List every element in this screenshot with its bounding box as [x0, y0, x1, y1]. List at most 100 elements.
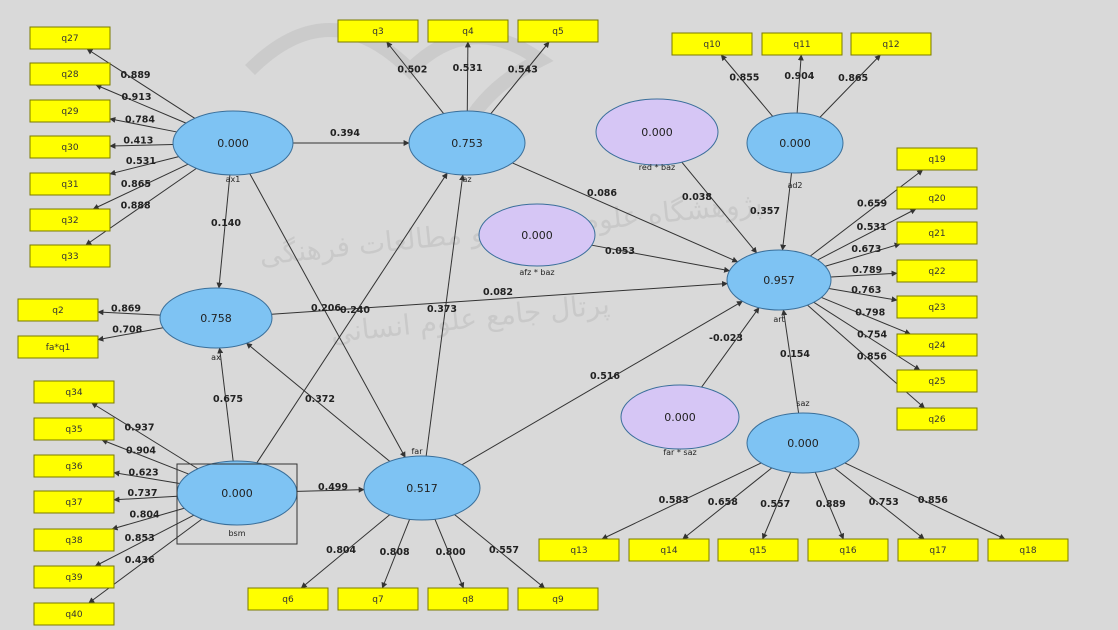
indicator-q18[interactable]: q18	[987, 538, 1069, 562]
indicator-box[interactable]	[427, 19, 509, 43]
indicator-box[interactable]	[33, 565, 115, 589]
indicator-box[interactable]	[33, 602, 115, 626]
indicator-q26[interactable]: q26	[896, 407, 978, 431]
indicator-box[interactable]	[33, 417, 115, 441]
indicator-q27[interactable]: q27	[29, 26, 111, 50]
indicator-q36[interactable]: q36	[33, 454, 115, 478]
indicator-box[interactable]	[896, 333, 978, 357]
indicator-q33[interactable]: q33	[29, 244, 111, 268]
latent-ellipse[interactable]	[478, 203, 596, 267]
indicator-q6[interactable]: q6	[247, 587, 329, 611]
indicator-q40[interactable]: q40	[33, 602, 115, 626]
indicator-q12[interactable]: q12	[850, 32, 932, 56]
indicator-box[interactable]	[897, 538, 979, 562]
indicator-q30[interactable]: q30	[29, 135, 111, 159]
latent-ellipse[interactable]	[172, 110, 294, 176]
latent-ellipse[interactable]	[595, 98, 719, 166]
indicator-box[interactable]	[717, 538, 799, 562]
latent-ellipse[interactable]	[363, 455, 481, 521]
indicator-q19[interactable]: q19	[896, 147, 978, 171]
indicator-q3[interactable]: q3	[337, 19, 419, 43]
indicator-box[interactable]	[427, 587, 509, 611]
indicator-q2[interactable]: q2	[17, 298, 99, 322]
indicator-box[interactable]	[987, 538, 1069, 562]
indicator-box[interactable]	[896, 186, 978, 210]
indicator-q20[interactable]: q20	[896, 186, 978, 210]
indicator-q14[interactable]: q14	[628, 538, 710, 562]
indicator-q29[interactable]: q29	[29, 99, 111, 123]
indicator-box[interactable]	[761, 32, 843, 56]
indicator-box[interactable]	[33, 528, 115, 552]
indicator-box[interactable]	[896, 407, 978, 431]
indicator-box[interactable]	[29, 26, 111, 50]
latent-ellipse[interactable]	[746, 112, 844, 174]
indicator-q17[interactable]: q17	[897, 538, 979, 562]
indicator-q38[interactable]: q38	[33, 528, 115, 552]
indicator-box[interactable]	[896, 295, 978, 319]
indicator-box[interactable]	[807, 538, 889, 562]
indicator-q4[interactable]: q4	[427, 19, 509, 43]
indicator-box[interactable]	[896, 369, 978, 393]
indicator-box[interactable]	[896, 259, 978, 283]
indicator-q8[interactable]: q8	[427, 587, 509, 611]
indicator-q16[interactable]: q16	[807, 538, 889, 562]
indicator-box[interactable]	[517, 587, 599, 611]
indicator-q34[interactable]: q34	[33, 380, 115, 404]
indicator-box[interactable]	[671, 32, 753, 56]
indicator-box[interactable]	[896, 147, 978, 171]
indicator-box[interactable]	[896, 221, 978, 245]
indicator-box[interactable]	[33, 454, 115, 478]
indicator-box[interactable]	[29, 62, 111, 86]
indicator-box[interactable]	[517, 19, 599, 43]
indicator-box[interactable]	[337, 19, 419, 43]
indicator-box[interactable]	[29, 208, 111, 232]
indicator-q32[interactable]: q32	[29, 208, 111, 232]
indicator-q15[interactable]: q15	[717, 538, 799, 562]
indicator-q39[interactable]: q39	[33, 565, 115, 589]
indicator-q28[interactable]: q28	[29, 62, 111, 86]
indicator-q9[interactable]: q9	[517, 587, 599, 611]
indicator-q31[interactable]: q31	[29, 172, 111, 196]
indicator-q37[interactable]: q37	[33, 490, 115, 514]
indicator-q22[interactable]: q22	[896, 259, 978, 283]
indicator-box[interactable]	[17, 335, 99, 359]
latent-ellipse[interactable]	[159, 287, 273, 349]
indicator-box[interactable]	[17, 298, 99, 322]
indicator-faxq1[interactable]: fa*q1	[17, 335, 99, 359]
indicator-q13[interactable]: q13	[538, 538, 620, 562]
latent-ellipse[interactable]	[408, 110, 526, 176]
indicator-box[interactable]	[850, 32, 932, 56]
indicator-q11[interactable]: q11	[761, 32, 843, 56]
indicator-q23[interactable]: q23	[896, 295, 978, 319]
indicator-q21[interactable]: q21	[896, 221, 978, 245]
indicator-box[interactable]	[29, 135, 111, 159]
indicator-box[interactable]	[247, 587, 329, 611]
indicator-box[interactable]	[628, 538, 710, 562]
indicator-box[interactable]	[33, 380, 115, 404]
latent-ellipse[interactable]	[726, 249, 832, 311]
indicator-q24[interactable]: q24	[896, 333, 978, 357]
indicator-q25[interactable]: q25	[896, 369, 978, 393]
indicator-box[interactable]	[29, 172, 111, 196]
latent-ellipse[interactable]	[746, 412, 860, 474]
indicator-box[interactable]	[29, 99, 111, 123]
indicator-q10[interactable]: q10	[671, 32, 753, 56]
indicator-box[interactable]	[337, 587, 419, 611]
latent-ellipse[interactable]	[620, 384, 740, 450]
indicator-q5[interactable]: q5	[517, 19, 599, 43]
indicator-box[interactable]	[29, 244, 111, 268]
indicator-q35[interactable]: q35	[33, 417, 115, 441]
indicator-box[interactable]	[538, 538, 620, 562]
indicator-q7[interactable]: q7	[337, 587, 419, 611]
indicator-box[interactable]	[33, 490, 115, 514]
